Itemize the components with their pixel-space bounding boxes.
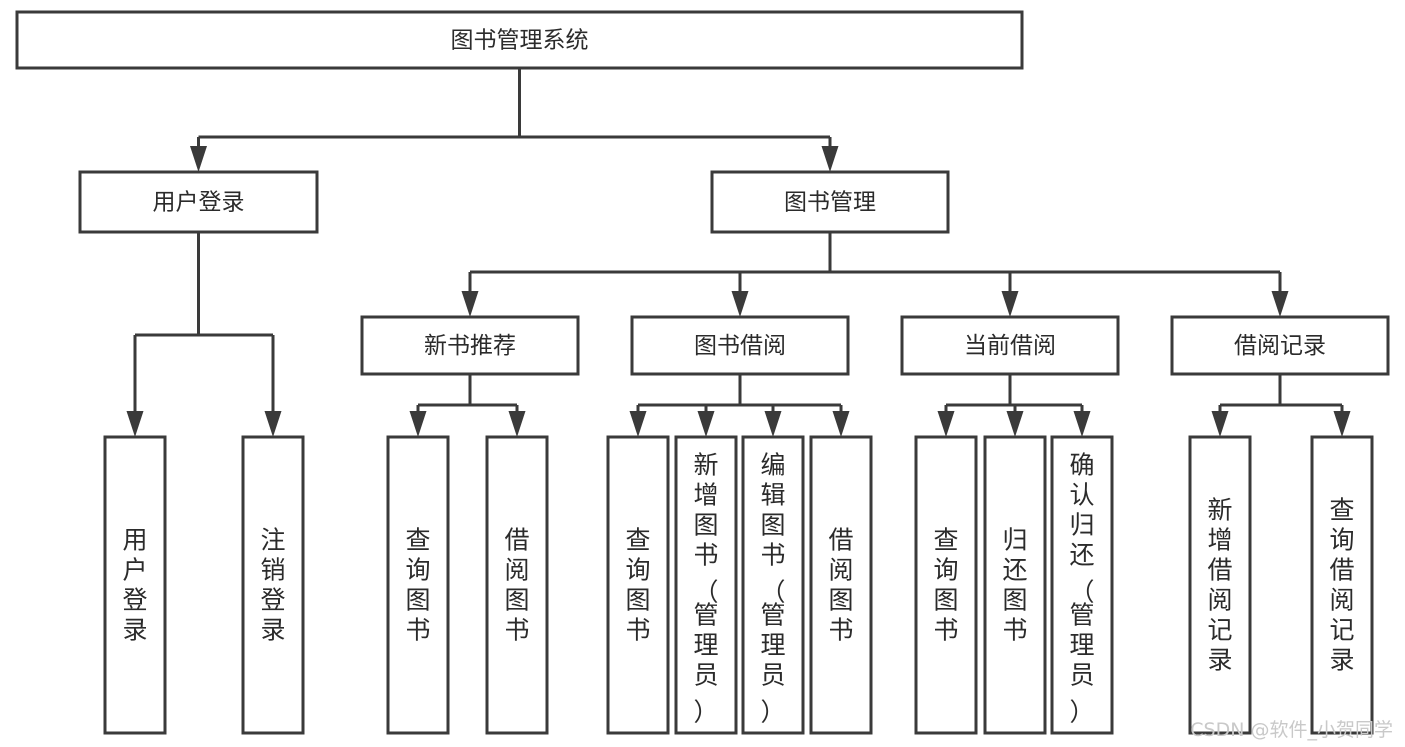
node-current-borrow[interactable]: 当前借阅 xyxy=(900,315,1120,376)
node-leaf-confirm-return[interactable]: 确认归还（管理员） xyxy=(1050,435,1114,735)
node-box[interactable] xyxy=(900,315,1120,376)
node-label: 归还图书 xyxy=(1002,525,1027,644)
node-leaf-add-record[interactable]: 新增借阅记录 xyxy=(1188,435,1252,735)
arrow-head-icon xyxy=(821,146,839,172)
node-box[interactable] xyxy=(983,435,1047,735)
node-book-borrow[interactable]: 图书借阅 xyxy=(630,315,850,376)
node-box[interactable] xyxy=(741,435,805,735)
connector-group xyxy=(1211,374,1351,437)
node-box[interactable] xyxy=(1050,435,1114,735)
node-label: 查询图书 xyxy=(405,525,430,644)
node-box[interactable] xyxy=(1188,435,1252,735)
arrow-head-icon xyxy=(1073,411,1091,437)
arrow-head-icon xyxy=(1271,291,1289,317)
connector-group xyxy=(409,374,526,437)
node-label: 查询图书 xyxy=(625,525,650,644)
connector-group xyxy=(937,374,1091,437)
arrow-head-icon xyxy=(1333,411,1351,437)
node-box[interactable] xyxy=(710,170,950,234)
node-leaf-user-login[interactable]: 用户登录 xyxy=(103,435,167,735)
node-label: 当前借阅 xyxy=(964,333,1056,359)
node-layer: 图书管理系统用户登录图书管理新书推荐图书借阅当前借阅借阅记录用户登录注销登录查询… xyxy=(15,10,1390,735)
arrow-head-icon xyxy=(264,411,282,437)
arrow-head-icon xyxy=(731,291,749,317)
node-leaf-borrow-book-1[interactable]: 借阅图书 xyxy=(485,435,549,735)
node-box[interactable] xyxy=(241,435,305,735)
node-label: 用户登录 xyxy=(153,190,245,216)
arrow-head-icon xyxy=(126,411,144,437)
node-label: 新增图书（管理员） xyxy=(693,450,718,726)
node-new-book-recommend[interactable]: 新书推荐 xyxy=(360,315,580,376)
node-root[interactable]: 图书管理系统 xyxy=(15,10,1024,70)
arrow-head-icon xyxy=(832,411,850,437)
node-box[interactable] xyxy=(1170,315,1390,376)
node-box[interactable] xyxy=(360,315,580,376)
node-leaf-query-book-2[interactable]: 查询图书 xyxy=(606,435,670,735)
arrow-head-icon xyxy=(461,291,479,317)
node-label: 编辑图书（管理员） xyxy=(760,450,785,726)
node-leaf-edit-book[interactable]: 编辑图书（管理员） xyxy=(741,435,805,735)
node-box[interactable] xyxy=(78,170,319,234)
arrow-head-icon xyxy=(1211,411,1229,437)
node-leaf-return-book[interactable]: 归还图书 xyxy=(983,435,1047,735)
node-box[interactable] xyxy=(1310,435,1374,735)
node-box[interactable] xyxy=(630,315,850,376)
node-leaf-add-book[interactable]: 新增图书（管理员） xyxy=(674,435,738,735)
node-user-login[interactable]: 用户登录 xyxy=(78,170,319,234)
connector-group xyxy=(126,232,282,437)
node-box[interactable] xyxy=(15,10,1024,70)
node-leaf-query-book-1[interactable]: 查询图书 xyxy=(386,435,450,735)
node-leaf-query-record[interactable]: 查询借阅记录 xyxy=(1310,435,1374,735)
node-label: 借阅图书 xyxy=(504,525,529,644)
arrow-head-icon xyxy=(629,411,647,437)
node-box[interactable] xyxy=(606,435,670,735)
arrow-head-icon xyxy=(190,146,207,172)
node-label: 图书借阅 xyxy=(694,333,786,359)
node-label: 新增借阅记录 xyxy=(1207,495,1232,674)
node-box[interactable] xyxy=(674,435,738,735)
node-box[interactable] xyxy=(386,435,450,735)
arrow-head-icon xyxy=(1001,291,1019,317)
node-label: 图书管理 xyxy=(784,190,876,216)
node-label: 注销登录 xyxy=(260,525,285,644)
arrow-head-icon xyxy=(937,411,955,437)
node-book-manage[interactable]: 图书管理 xyxy=(710,170,950,234)
node-leaf-borrow-book-2[interactable]: 借阅图书 xyxy=(809,435,873,735)
arrow-head-icon xyxy=(409,411,427,437)
node-label: 查询借阅记录 xyxy=(1329,495,1354,674)
node-borrow-record[interactable]: 借阅记录 xyxy=(1170,315,1390,376)
arrow-head-icon xyxy=(508,411,526,437)
node-label: 新书推荐 xyxy=(424,333,516,359)
node-label: 借阅记录 xyxy=(1234,333,1326,359)
node-label: 用户登录 xyxy=(122,525,147,644)
node-box[interactable] xyxy=(809,435,873,735)
connector-group xyxy=(629,374,850,437)
node-box[interactable] xyxy=(914,435,978,735)
node-box[interactable] xyxy=(485,435,549,735)
node-label: 图书管理系统 xyxy=(451,28,589,54)
node-box[interactable] xyxy=(103,435,167,735)
csdn-watermark: CSDN @软件_小贺同学 xyxy=(1190,719,1393,741)
arrow-head-icon xyxy=(764,411,782,437)
node-label: 借阅图书 xyxy=(828,525,853,644)
arrow-head-icon xyxy=(1006,411,1024,437)
node-leaf-query-book-3[interactable]: 查询图书 xyxy=(914,435,978,735)
node-label: 确认归还（管理员） xyxy=(1069,450,1094,726)
arrow-head-icon xyxy=(697,411,715,437)
node-leaf-user-logout[interactable]: 注销登录 xyxy=(241,435,305,735)
connector-layer xyxy=(126,68,1351,437)
connector-group xyxy=(190,68,839,172)
connector-group xyxy=(461,232,1289,317)
node-label: 查询图书 xyxy=(933,525,958,644)
